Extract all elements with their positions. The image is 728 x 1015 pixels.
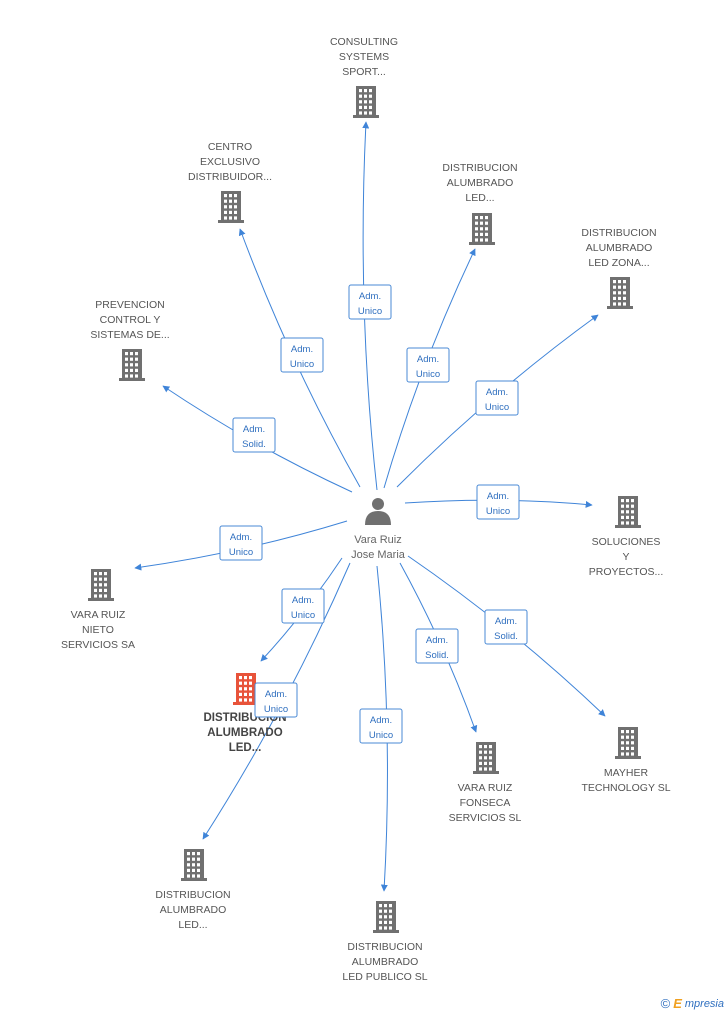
building-icon[interactable] [119, 349, 145, 381]
relation-badge-dist_led_zona: Adm. Unico [475, 380, 519, 416]
relation-badge-prevencion: Adm. Solid. [232, 417, 276, 453]
company-label-mayher-line1[interactable]: MAYHER [604, 767, 649, 779]
relation-text-line2: Unico [486, 506, 510, 517]
company-label-dist_led_bottom_left-line1[interactable]: DISTRIBUCION [155, 889, 230, 901]
company-label-dist_led_zona-line3[interactable]: LED ZONA... [588, 257, 649, 269]
building-icon[interactable] [615, 496, 641, 528]
company-label-dist_led_top-line1[interactable]: DISTRIBUCION [442, 162, 517, 174]
company-label-dist_led_zona-line1[interactable]: DISTRIBUCION [581, 227, 656, 239]
building-icon[interactable] [473, 742, 499, 774]
company-label-dist_led_main-line2[interactable]: ALUMBRADO [207, 727, 282, 739]
brand-logo-initial: E [673, 996, 682, 1011]
relation-text-line2: Solid. [425, 650, 449, 661]
relation-text-line2: Unico [229, 547, 253, 558]
relation-text-line1: Adm. [359, 291, 381, 302]
company-label-dist_led_bottom_left-line2[interactable]: ALUMBRADO [160, 904, 227, 916]
relation-text-line2: Solid. [494, 631, 518, 642]
relation-badge-dist_led_top: Adm. Unico [406, 347, 450, 383]
company-label-vara_nieto-line3[interactable]: SERVICIOS SA [61, 639, 135, 651]
relation-text-line2: Unico [291, 610, 315, 621]
company-label-prevencion-line3[interactable]: SISTEMAS DE... [90, 329, 169, 341]
relation-text-line1: Adm. [486, 387, 508, 398]
relation-text-line2: Unico [358, 306, 382, 317]
relation-badge-dist_led_publico: Adm. Unico [359, 708, 403, 744]
relation-badge-dist_led_bottom_left: Adm. Unico [254, 682, 298, 718]
relation-text-line1: Adm. [230, 532, 252, 543]
relation-text-line2: Unico [416, 369, 440, 380]
relation-text-line1: Adm. [426, 635, 448, 646]
company-label-dist_led_top-line3[interactable]: LED... [465, 192, 494, 204]
person-name-line1: Vara Ruiz [354, 534, 401, 546]
company-label-dist_led_publico-line3[interactable]: LED PUBLICO SL [342, 971, 427, 983]
relation-text-line1: Adm. [243, 424, 265, 435]
building-icon[interactable] [615, 727, 641, 759]
company-label-dist_led_main-line3[interactable]: LED... [229, 742, 262, 754]
relation-text-line2: Unico [485, 402, 509, 413]
relation-text-line1: Adm. [370, 715, 392, 726]
company-label-dist_led_publico-line2[interactable]: ALUMBRADO [352, 956, 419, 968]
building-icon[interactable] [181, 849, 207, 881]
company-label-vara_fonseca-line3[interactable]: SERVICIOS SL [449, 812, 522, 824]
person-name-line2: Jose Maria [351, 549, 406, 561]
building-icon[interactable] [88, 569, 114, 601]
relation-text-line2: Unico [264, 704, 288, 715]
building-icon[interactable] [353, 86, 379, 118]
relation-badge-vara_nieto: Adm. Unico [219, 525, 263, 561]
building-icon[interactable] [373, 901, 399, 933]
company-label-consulting-line3[interactable]: SPORT... [342, 66, 386, 78]
relation-badge-centro: Adm. Unico [280, 337, 324, 373]
relation-text-line2: Unico [369, 730, 393, 741]
relation-badge-vara_fonseca: Adm. Solid. [415, 628, 459, 664]
relation-text-line1: Adm. [292, 595, 314, 606]
relation-badge-consulting: Adm. Unico [348, 284, 392, 320]
company-label-centro-line3[interactable]: DISTRIBUIDOR... [188, 171, 272, 183]
brand-logo-text: mpresia [684, 997, 724, 1010]
company-label-dist_led_publico-line1[interactable]: DISTRIBUCION [347, 941, 422, 953]
company-label-soluciones-line3[interactable]: PROYECTOS... [589, 566, 664, 578]
company-label-consulting-line2[interactable]: SYSTEMS [339, 51, 389, 63]
company-label-prevencion-line1[interactable]: PREVENCION [95, 299, 164, 311]
relation-badge-mayher: Adm. Solid. [484, 609, 528, 645]
company-label-consulting-line1[interactable]: CONSULTING [330, 36, 398, 48]
company-label-dist_led_zona-line2[interactable]: ALUMBRADO [586, 242, 653, 254]
relation-text-line2: Unico [290, 359, 314, 370]
company-label-centro-line1[interactable]: CENTRO [208, 141, 252, 153]
company-label-vara_nieto-line2[interactable]: NIETO [82, 624, 114, 636]
copyright-symbol: © [660, 996, 671, 1011]
building-icon[interactable] [469, 213, 495, 245]
company-label-vara_fonseca-line2[interactable]: FONSECA [460, 797, 511, 809]
company-label-dist_led_bottom_left-line3[interactable]: LED... [178, 919, 207, 931]
building-icon[interactable] [607, 277, 633, 309]
company-label-soluciones-line1[interactable]: SOLUCIONES [592, 536, 661, 548]
relation-badge-dist_led_main: Adm. Unico [281, 588, 325, 624]
building-icon[interactable] [233, 673, 259, 705]
company-label-dist_led_top-line2[interactable]: ALUMBRADO [447, 177, 514, 189]
company-label-soluciones-line2[interactable]: Y [622, 551, 629, 563]
person-icon[interactable] [365, 498, 391, 525]
relation-text-line1: Adm. [417, 354, 439, 365]
edges-layer [134, 121, 606, 892]
company-label-vara_nieto-line1[interactable]: VARA RUIZ [71, 609, 126, 621]
relation-text-line1: Adm. [265, 689, 287, 700]
company-label-vara_fonseca-line1[interactable]: VARA RUIZ [458, 782, 513, 794]
relation-text-line2: Solid. [242, 439, 266, 450]
building-icon[interactable] [218, 191, 244, 223]
company-label-centro-line2[interactable]: EXCLUSIVO [200, 156, 260, 168]
relation-badge-soluciones: Adm. Unico [476, 484, 520, 520]
relation-text-line1: Adm. [495, 616, 517, 627]
relation-text-line1: Adm. [487, 491, 509, 502]
company-label-mayher-line2[interactable]: TECHNOLOGY SL [581, 782, 670, 794]
relation-text-line1: Adm. [291, 344, 313, 355]
company-label-prevencion-line2[interactable]: CONTROL Y [100, 314, 161, 326]
